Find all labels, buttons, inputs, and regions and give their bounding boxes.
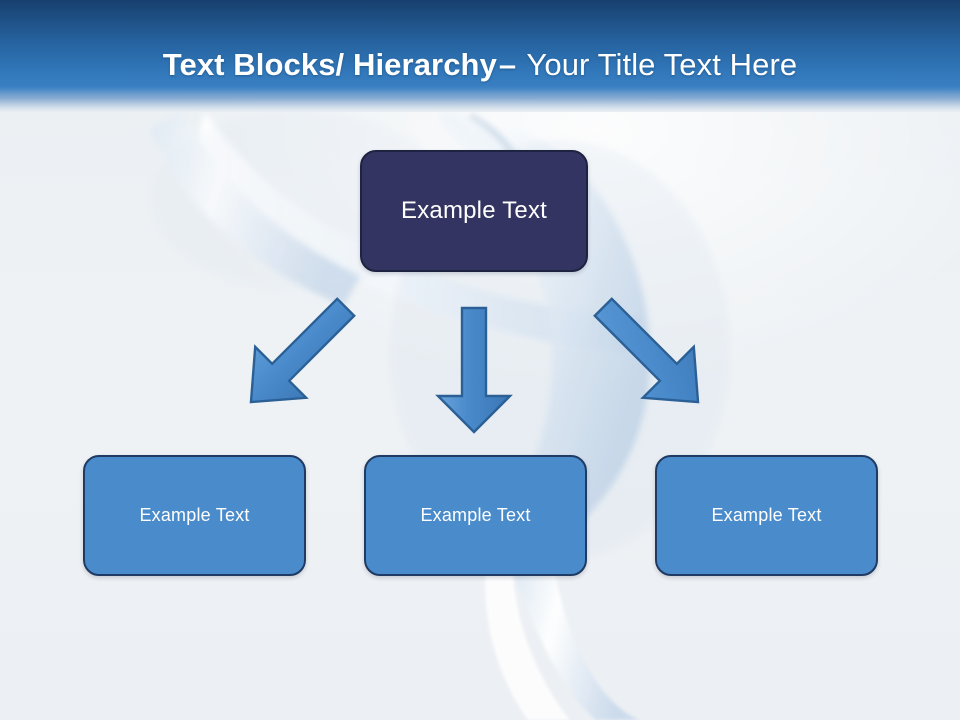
header-gradient-fade: [0, 86, 960, 112]
hierarchy-child-box-3[interactable]: Example Text: [655, 455, 878, 576]
page-title-strong: Text Blocks/ Hierarchy: [162, 47, 497, 82]
slide-header-band: Text Blocks/ Hierarchy– Your Title Text …: [0, 0, 960, 112]
page-title: Text Blocks/ Hierarchy– Your Title Text …: [0, 46, 960, 84]
page-title-dash: –: [498, 47, 517, 82]
arrow-down-right: [593, 297, 700, 404]
arrow-down: [435, 306, 513, 434]
page-title-light: Your Title Text Here: [526, 47, 798, 82]
arrow-down-left: [249, 297, 356, 404]
